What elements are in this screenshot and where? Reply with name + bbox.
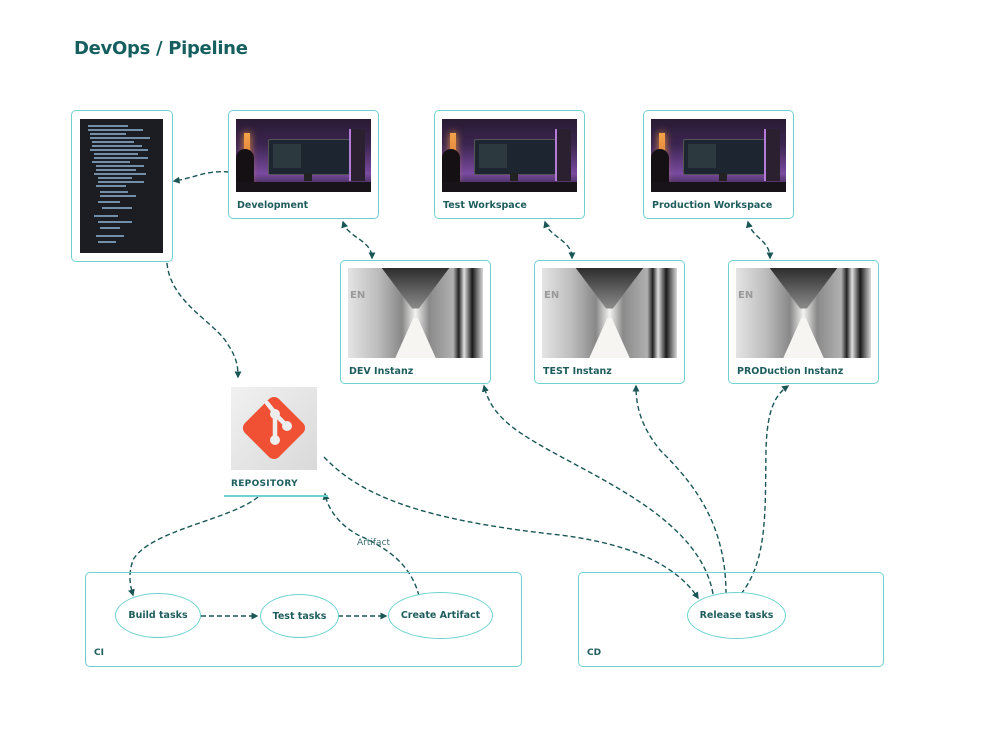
- edge-code-to-repository: [166, 262, 242, 379]
- workspace-image: [236, 119, 371, 192]
- instance-label: PRODuction Instanz: [737, 366, 844, 377]
- source-code-image: [80, 119, 163, 253]
- workspace-label: Test Workspace: [443, 200, 527, 211]
- edge-production-workspace-prod-instanz: [745, 220, 774, 260]
- source-code-card[interactable]: [71, 110, 173, 262]
- edge-repository-to-release: [323, 456, 699, 600]
- instance-label: DEV Instanz: [349, 366, 414, 377]
- edge-artifact-to-repository: [322, 492, 420, 597]
- workspace-image: [442, 119, 577, 192]
- workspace-label: Production Workspace: [652, 200, 773, 211]
- edge-development-dev-instanz: [341, 220, 376, 260]
- repository-node[interactable]: [231, 387, 317, 470]
- cd-label: CD: [587, 648, 602, 658]
- release-tasks-node[interactable]: Release tasks: [687, 592, 786, 639]
- server-image: EN: [736, 268, 871, 358]
- instance-card-test[interactable]: EN TEST Instanz: [534, 260, 685, 384]
- instance-label: TEST Instanz: [543, 366, 612, 377]
- workspace-card-production[interactable]: Production Workspace: [643, 110, 794, 219]
- server-image: EN: [348, 268, 483, 358]
- instance-card-dev[interactable]: EN DEV Instanz: [340, 260, 491, 384]
- workspace-label: Development: [237, 200, 309, 211]
- repository-label: REPOSITORY: [231, 479, 298, 489]
- workspace-card-test[interactable]: Test Workspace: [434, 110, 585, 219]
- edge-repository-to-build: [128, 496, 259, 597]
- server-image: EN: [542, 268, 677, 358]
- git-logo-icon: [242, 396, 306, 460]
- edge-test-workspace-test-instanz: [543, 220, 576, 260]
- instance-card-production[interactable]: EN PRODuction Instanz: [728, 260, 879, 384]
- ci-group: CI: [85, 572, 522, 667]
- test-tasks-node[interactable]: Test tasks: [260, 594, 339, 638]
- workspace-card-development[interactable]: Development: [228, 110, 379, 219]
- build-tasks-node[interactable]: Build tasks: [115, 593, 201, 638]
- edge-release-to-test-instanz: [632, 384, 727, 595]
- workspace-image: [651, 119, 786, 192]
- edge-release-to-prod-instanz: [740, 385, 790, 595]
- edge-release-to-dev-instanz: [481, 384, 714, 595]
- ci-label: CI: [94, 648, 104, 658]
- page-title: DevOps / Pipeline: [74, 38, 248, 59]
- cd-group: CD: [578, 572, 884, 667]
- edge-development-to-code: [172, 170, 230, 184]
- artifact-edge-label: Artifact: [357, 538, 391, 548]
- create-artifact-node[interactable]: Create Artifact: [388, 592, 493, 639]
- repository-underline: [224, 495, 328, 497]
